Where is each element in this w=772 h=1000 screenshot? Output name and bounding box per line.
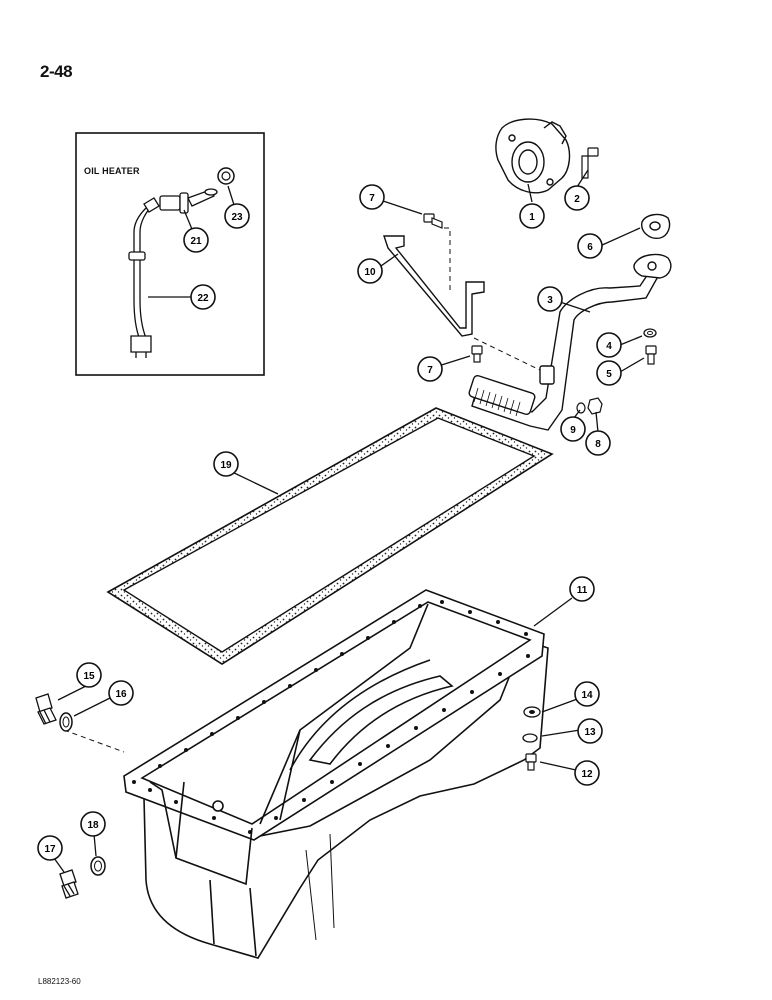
alignment-lines [63,227,545,753]
callout-1-label: 1 [529,212,535,223]
callout-8-label: 8 [595,439,601,450]
tube-bracket [383,235,485,337]
callout-12: 12 [574,760,600,786]
flange-holes [132,600,530,834]
inset-title: OIL HEATER [84,166,140,176]
callout-13: 13 [577,718,603,744]
oil-pan-gasket [106,407,554,665]
heater-cord [128,197,160,358]
page-number: 2-48 [40,62,73,81]
callout-23: 23 [224,203,250,229]
callout-10-label: 10 [364,267,376,278]
callout-22-label: 22 [197,293,209,304]
callout-15-label: 15 [83,671,95,682]
callout-7-top: 7 [359,184,385,210]
callout-3: 3 [537,286,563,312]
callout-9-label: 9 [570,425,576,436]
oil-heater-inset [75,132,265,376]
callout-3-label: 3 [547,295,553,306]
callout-5: 5 [596,360,622,386]
callout-7-top-label: 7 [369,193,375,204]
callout-1: 1 [519,203,545,229]
callout-6: 6 [577,233,603,259]
callout-10: 10 [357,258,383,284]
heater-washer [217,167,235,185]
callout-7-bottom-label: 7 [427,365,433,376]
callout-14: 14 [574,681,600,707]
heater-element [159,188,218,214]
callout-23-label: 23 [231,212,243,223]
callout-11: 11 [569,576,595,602]
callout-17: 17 [37,835,63,861]
pan-washer-14 [523,706,541,718]
callout-12-label: 12 [581,769,593,780]
pump-bolt [581,147,599,179]
callout-4-label: 4 [606,341,612,352]
oil-pump [495,118,571,194]
callout-22: 22 [190,284,216,310]
tube-nut-washer [576,397,603,415]
callout-18-label: 18 [87,820,99,831]
callout-15: 15 [76,662,102,688]
callout-4: 4 [596,332,622,358]
callout-21-label: 21 [190,236,202,247]
pan-washer-13 [522,733,538,743]
callout-7-bottom: 7 [417,356,443,382]
callout-8: 8 [585,430,611,456]
callout-14-label: 14 [581,690,593,701]
callout-13-label: 13 [584,727,596,738]
pan-bolt-12 [525,753,537,771]
callout-18: 18 [80,811,106,837]
callouts: 1 2 3 4 5 6 7 7 8 9 10 11 12 13 14 15 16… [37,184,622,861]
callout-2: 2 [564,185,590,211]
figure-code: L882123-60 [38,977,81,986]
callout-9: 9 [560,416,586,442]
oil-pan [123,589,549,959]
callout-5-label: 5 [606,369,612,380]
callout-6-label: 6 [587,242,593,253]
callout-2-label: 2 [574,194,580,205]
bracket-bolt-top [423,213,443,229]
drain-plug-lower [59,869,79,899]
tube-washer [643,328,657,338]
callout-16: 16 [108,680,134,706]
tube-gasket [641,213,671,239]
callout-17-label: 17 [44,844,56,855]
callout-21: 21 [183,227,209,253]
leader-lines [53,169,645,873]
callout-19: 19 [213,451,239,477]
drain-washer-lower [90,856,106,876]
callout-19-label: 19 [220,460,232,471]
tube-bolt [645,345,657,365]
suction-tube [468,253,672,431]
drain-washer-upper [59,712,73,732]
bracket-bolt-bottom [471,345,483,363]
drain-plug-upper [35,693,57,725]
callout-16-label: 16 [115,689,127,700]
callout-11-label: 11 [577,585,588,596]
